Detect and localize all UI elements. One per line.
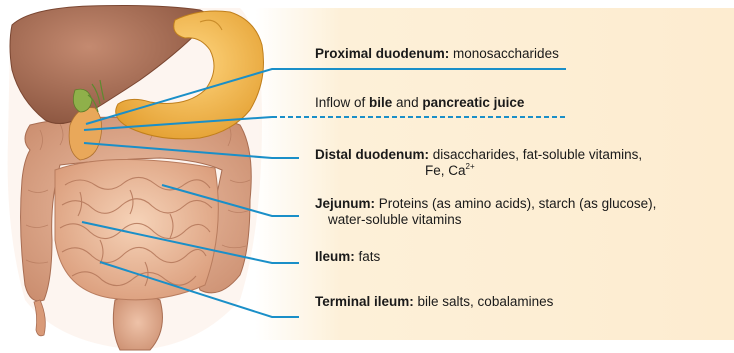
inflow-prefix: Inflow of [315,95,369,110]
inflow-and: and [392,95,422,110]
desc-distal-duodenum-line2: Fe, Ca [425,163,466,178]
leader-jejunum [162,185,299,216]
inflow-bile: bile [369,95,392,110]
desc-distal-duodenum: disaccharides, fat-soluble vitamins, [429,147,642,162]
label-ileum: Ileum: fats [315,249,380,265]
desc-ileum: fats [355,249,381,264]
label-proximal-duodenum: Proximal duodenum: monosaccharides [315,46,559,62]
leader-ileum [82,222,299,263]
desc-jejunum: Proteins (as amino acids), starch (as gl… [375,196,656,211]
desc-terminal-ileum: bile salts, cobalamines [414,294,554,309]
label-distal-duodenum: Distal duodenum: disaccharides, fat-solu… [315,147,642,179]
desc-jejunum-line2: water-soluble vitamins [328,212,462,227]
term-terminal-ileum: Terminal ileum: [315,294,414,309]
term-jejunum: Jejunum: [315,196,375,211]
calcium-charge: 2+ [466,162,475,171]
term-ileum: Ileum: [315,249,355,264]
label-inflow: Inflow of bile and pancreatic juice [315,95,524,111]
desc-proximal-duodenum: monosaccharides [449,46,559,61]
term-proximal-duodenum: Proximal duodenum: [315,46,449,61]
label-jejunum: Jejunum: Proteins (as amino acids), star… [315,196,656,228]
leader-terminal [100,262,299,317]
label-terminal-ileum: Terminal ileum: bile salts, cobalamines [315,294,553,310]
inflow-pancreatic-juice: pancreatic juice [422,95,524,110]
term-distal-duodenum: Distal duodenum: [315,147,429,162]
leader-inflow [84,117,272,130]
leader-distal [84,143,299,158]
